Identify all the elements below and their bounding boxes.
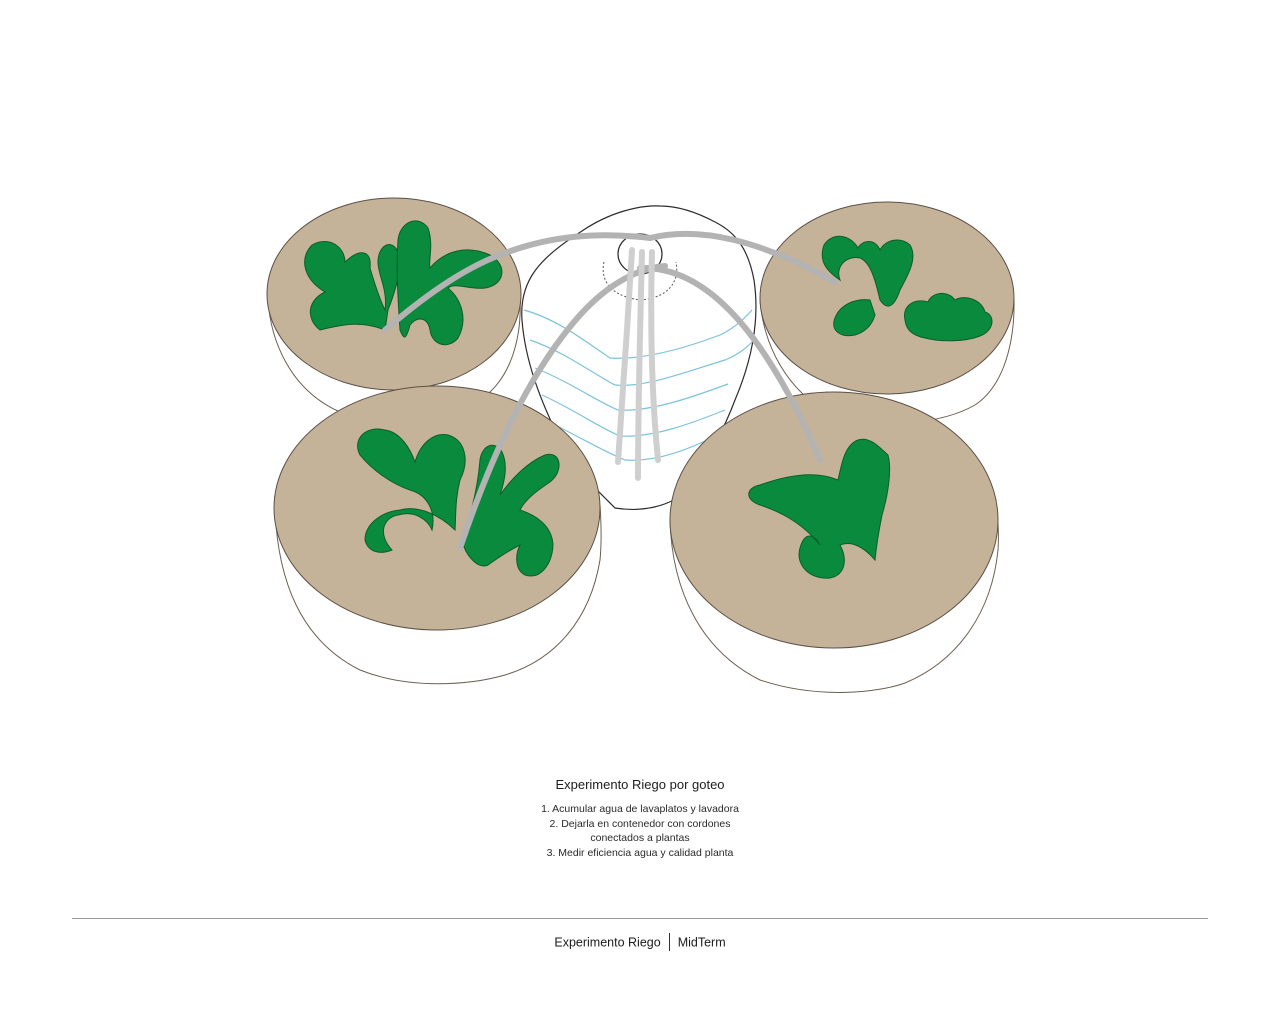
caption-block: Experimento Riego por goteo 1. Acumular … (440, 777, 840, 860)
cord-icon (382, 230, 838, 551)
pot-back-left (266, 197, 522, 418)
plant-icon-front-right (748, 438, 891, 579)
step-item: 3. Medir eficiencia agua y calidad plant… (546, 846, 734, 859)
footer-stage: MidTerm (677, 935, 726, 950)
plant-icon-back-right (821, 235, 993, 342)
pot-front-left (273, 385, 602, 685)
water-level-lines (523, 309, 753, 461)
step-item: 2. Dejarla en contenedor con cordones co… (549, 817, 731, 845)
footer-project: Experimento Riego (554, 935, 661, 950)
step-item: 1. Acumular agua de lavaplatos y lavador… (541, 803, 739, 815)
caption-title: Experimento Riego por goteo (555, 777, 725, 792)
footer-separator (668, 933, 670, 951)
footer-divider (72, 918, 1208, 919)
steps-list: 1. Acumular agua de lavaplatos y lavador… (440, 802, 840, 860)
footer: Experimento Riego MidTerm (440, 933, 840, 952)
